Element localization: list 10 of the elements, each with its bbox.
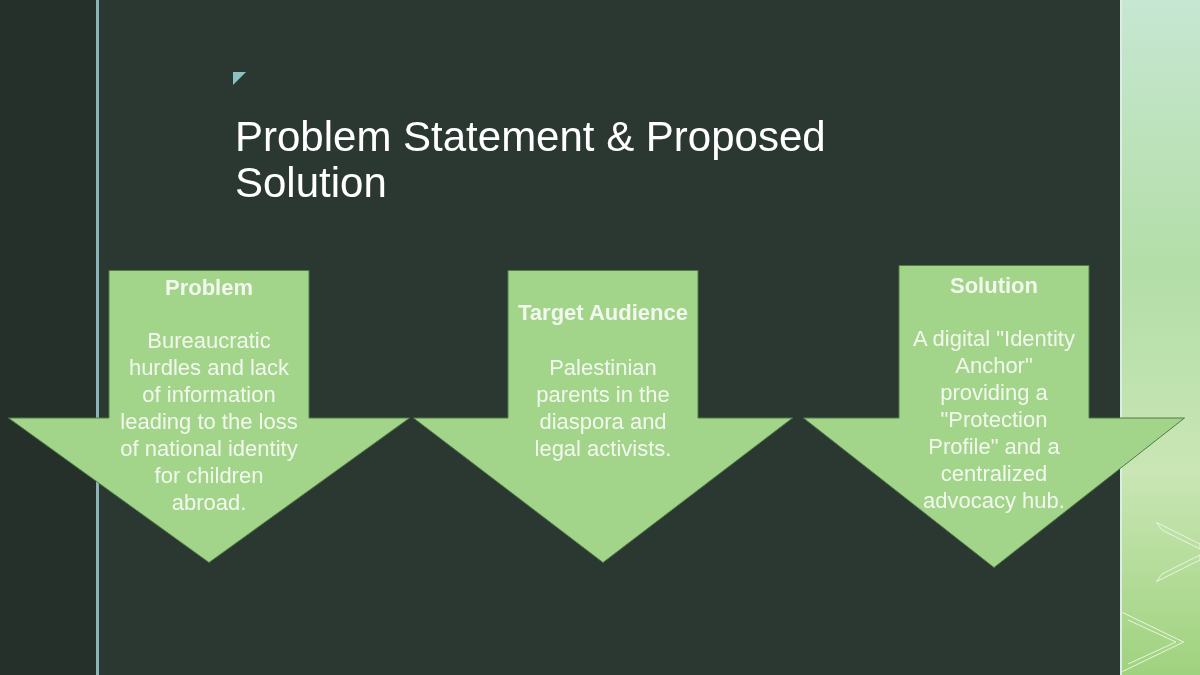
down-arrow-shape (8, 270, 410, 563)
down-arrow-shape (413, 270, 793, 563)
arrow-text: Bureaucratic hurdles and lack of information leading to the loss of national identity for children abroad. (119, 327, 299, 516)
down-arrow-shape (803, 265, 1185, 568)
arrow-text: A digital "Identity Anchor" providing a "Protection Profile" and a centralized advocacy hub. (912, 325, 1076, 514)
arrow-heading: Solution (950, 272, 1038, 299)
arrow-text: Palestinian parents in the diaspora and legal activists. (533, 354, 673, 462)
arrow-heading: Target Audience (518, 299, 688, 326)
slide-title: Problem Statement & Proposed Solution (235, 114, 827, 206)
arrow-heading: Problem (165, 274, 253, 301)
